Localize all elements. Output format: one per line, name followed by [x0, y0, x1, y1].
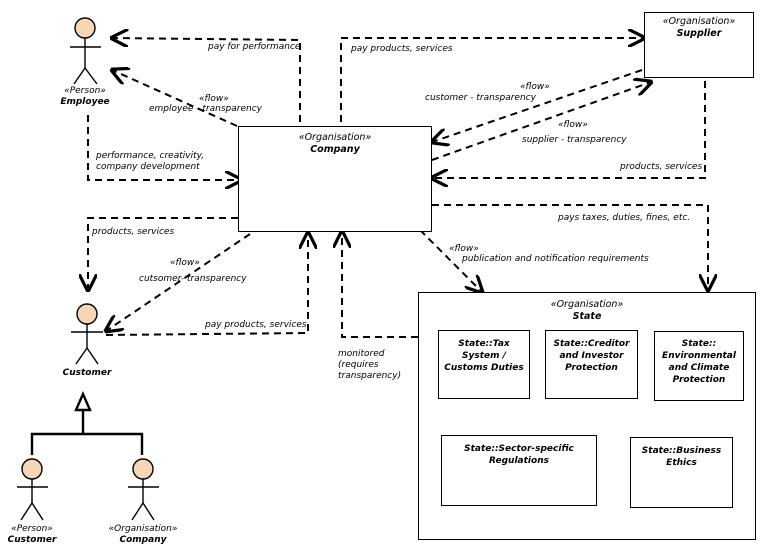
edge-products-supplier — [432, 81, 706, 178]
state-creditor-line-3: Protection — [565, 363, 618, 373]
state-environment-line-2: Environmental — [662, 351, 736, 361]
label-pay-products-services-supplier: pay products, services — [351, 44, 453, 54]
state-tax-box[interactable]: State::Tax System / Customs Duties — [438, 330, 530, 399]
company-title: «Organisation» Company — [239, 132, 431, 156]
state-creditor-line-1: State::Creditor — [553, 339, 630, 349]
state-sector-line-1: State::Sector-specific — [464, 444, 574, 454]
label-products-services-supplier: products, services — [620, 162, 703, 172]
actor-employee — [70, 17, 101, 85]
state-ethics-box[interactable]: State::Business Ethics — [630, 437, 733, 508]
person-customer-stereotype: «Person» — [11, 524, 53, 534]
state-tax-line-1: State::Tax — [458, 339, 510, 349]
label-monitored-line-3: transparency) — [338, 371, 402, 381]
state-environment-line-1: State:: — [681, 339, 717, 349]
edge-pay-products-supplier — [340, 38, 644, 122]
state-name: State — [572, 311, 602, 322]
label-customer-transparency: customer - transparency — [425, 93, 536, 103]
employee-label: «Person» Employee — [50, 86, 120, 108]
actor-organisation-company — [128, 458, 159, 521]
actor-person-customer — [17, 458, 48, 521]
label-performance-line-1: performance, creativity, — [96, 151, 205, 161]
label-pay-products-services-customer: pay products, services — [205, 320, 307, 330]
edge-pay-products-customer — [105, 233, 308, 336]
organisation-company-stereotype: «Organisation» — [108, 524, 178, 534]
label-supplier-transparency: supplier - transparency — [522, 135, 627, 145]
state-creditor-line-2: and Investor — [559, 351, 624, 361]
edge-publication — [419, 229, 482, 292]
company-name: Company — [310, 144, 360, 155]
company-stereotype: «Organisation» — [298, 132, 372, 143]
state-tax-line-3: Customs Duties — [444, 363, 524, 373]
state-title: «Organisation» State — [419, 299, 755, 323]
edge-supplier-transparency — [431, 82, 651, 161]
label-monitored-line-2: (requires — [338, 360, 379, 370]
edge-products-customer — [88, 217, 238, 290]
supplier-title: «Organisation» Supplier — [645, 16, 753, 40]
edge-customer-transparency — [432, 69, 643, 142]
employee-stereotype: «Person» — [64, 86, 106, 96]
label-monitored: monitored (requires transparency) — [338, 349, 401, 382]
edge-monitored — [342, 232, 418, 338]
label-flow-customer-transparency: «flow» — [520, 82, 550, 92]
person-customer-label: «Person» Customer — [0, 524, 64, 546]
customer-name: Customer — [62, 368, 112, 378]
state-stereotype: «Organisation» — [550, 299, 624, 310]
label-monitored-line-1: monitored — [338, 349, 385, 359]
state-sector-box[interactable]: State::Sector-specific Regulations — [441, 435, 597, 506]
generalization-triangle — [74, 391, 92, 412]
state-sector-line-2: Regulations — [489, 456, 549, 466]
customer-label: Customer — [52, 368, 122, 379]
label-performance-line-2: company development — [96, 162, 200, 172]
label-flow-supplier: «flow» — [558, 120, 588, 130]
label-pay-for-performance: pay for performance — [208, 42, 301, 52]
state-environment-line-4: Protection — [672, 375, 726, 385]
label-publication: publication and notification requirement… — [462, 254, 649, 264]
supplier-stereotype: «Organisation» — [662, 16, 736, 27]
state-environment-line-3: and Climate — [668, 363, 730, 373]
label-performance: performance, creativity, company develop… — [96, 151, 204, 173]
organisation-company-label: «Organisation» Company — [98, 524, 188, 546]
label-flow-employee: «flow» — [199, 94, 229, 104]
edge-pay-for-performance — [112, 38, 301, 122]
label-cutsomer-transparency: cutsomer- transparency — [139, 274, 247, 284]
label-products-services-customer: products, services — [92, 227, 175, 237]
edge-performance — [87, 115, 241, 180]
generalization-line — [30, 405, 144, 455]
organisation-company-name: Company — [119, 535, 167, 545]
state-ethics-line-2: Ethics — [666, 458, 697, 468]
label-flow-cutsomer: «flow» — [170, 258, 200, 268]
edge-pays-taxes — [432, 204, 708, 290]
company-box[interactable]: «Organisation» Company — [238, 126, 432, 232]
supplier-box[interactable]: «Organisation» Supplier — [644, 12, 754, 78]
state-creditor-box[interactable]: State::Creditor and Investor Protection — [545, 330, 638, 399]
label-pays-taxes: pays taxes, duties, fines, etc. — [558, 213, 691, 223]
supplier-name: Supplier — [676, 28, 722, 39]
actor-customer — [71, 303, 103, 365]
label-flow-publication: «flow» — [449, 244, 479, 254]
edge-employee-transparency — [112, 70, 238, 127]
employee-name: Employee — [60, 97, 110, 107]
label-employee-transparency: employee - transparency — [149, 104, 262, 114]
state-environment-box[interactable]: State:: Environmental and Climate Protec… — [654, 331, 744, 401]
person-customer-name: Customer — [7, 535, 57, 545]
edge-cutsomer-transparency — [106, 233, 251, 331]
state-tax-line-2: System / — [462, 351, 506, 361]
state-ethics-line-1: State::Business — [641, 446, 722, 456]
